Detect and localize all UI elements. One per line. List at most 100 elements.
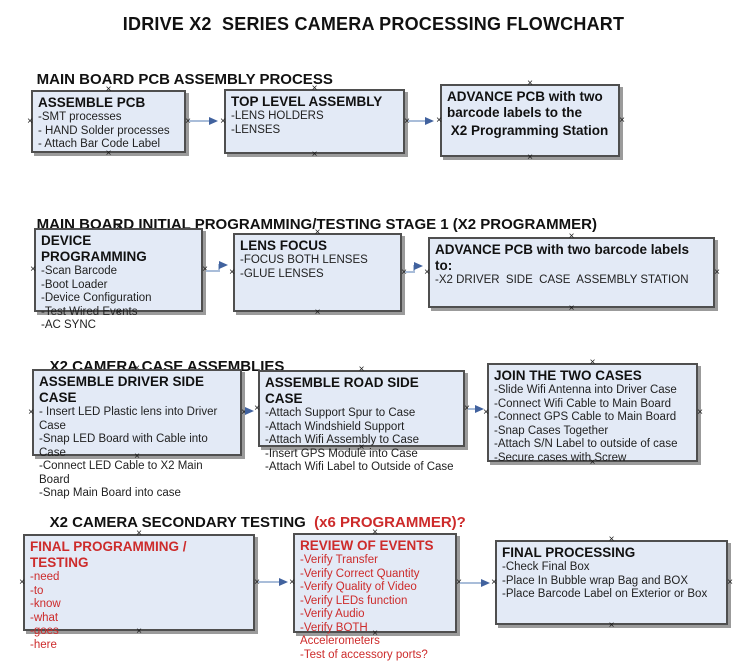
box-lines: -X2 DRIVER SIDE CASE ASSEMBLY STATION [435,274,708,288]
box-line: -Attach Wifi Assembly to Case [265,434,420,446]
connection-point-marker [482,409,490,417]
box-line: -Snap LED Board with Cable into Case [39,433,211,459]
connection-point-marker [618,117,626,125]
flow-box-review-of-events[interactable]: REVIEW OF EVENTS -Verify Transfer-Verify… [293,533,457,661]
connection-point-marker [423,269,431,277]
flow-box-assemble-pcb[interactable]: ASSEMBLE PCB -SMT processes- HAND Solder… [31,90,186,153]
box-line: -Connect LED Cable to X2 Main Board [39,460,206,486]
box-line: -Insert GPS Module into Case [265,447,418,460]
box-lines: -SMT processes- HAND Solder processes- A… [38,111,179,152]
connection-point-marker [358,366,366,374]
box-line: -Test of accessory ports? [300,648,428,661]
box-title: JOIN THE TWO CASES [494,368,642,383]
box-line: -Check Final Box [502,561,590,573]
box-line: -X2 DRIVER SIDE CASE ASSEMBLY STATION [435,274,689,286]
box-line: -LENS HOLDERS [231,110,324,122]
section-heading-text: MAIN BOARD PCB ASSEMBLY PROCESS [36,71,333,88]
box-lines: -Slide Wifi Antenna into Driver Case-Con… [494,384,691,465]
connection-point-marker [253,405,261,413]
connection-point-marker [589,359,597,367]
section-heading-pcb-assembly: MAIN BOARD PCB ASSEMBLY PROCESS [20,54,333,105]
connection-point-marker [228,269,236,277]
flow-arrow-lens-focus-to-advance-pcb[interactable] [405,262,423,273]
box-lines: -Scan Barcode-Boot Loader-Device Configu… [41,265,196,333]
box-lines: -FOCUS BOTH LENSES-GLUE LENSES [240,254,395,281]
box-line: -FOCUS BOTH LENSES [240,254,368,266]
flow-box-top-level-assembly[interactable]: TOP LEVEL ASSEMBLY -LENS HOLDERS-LENSES [224,89,405,154]
box-line: -Connect GPS Cable to Main Board [494,411,677,423]
connection-point-marker [311,151,319,159]
box-line: -Verify LEDs function [300,594,408,607]
connection-point-marker [219,118,227,126]
box-line: -goes [30,625,59,637]
box-line: -Snap Cases Together [494,424,609,437]
flow-box-final-processing[interactable]: FINAL PROCESSING -Check Final Box-Place … [495,540,728,625]
box-line: -Scan Barcode [41,265,118,277]
flow-box-final-programming-testing[interactable]: FINAL PROGRAMMING / TESTING -need-to-kno… [23,534,255,651]
box-line: -Verify Audio [300,608,365,620]
box-title: DEVICE PROGRAMMING [41,233,147,264]
box-line: -Place Barcode Label on Exterior or Box [502,588,708,600]
box-line: -Device Configuration [41,292,152,304]
box-line: -Boot Loader [41,278,108,291]
flow-box-device-programming[interactable]: DEVICE PROGRAMMING -Scan Barcode-Boot Lo… [34,228,203,331]
connection-point-marker [608,536,616,544]
box-line: -to [30,584,44,597]
connection-point-marker [27,409,35,417]
box-line: -what [30,611,59,624]
connection-point-marker [526,80,534,88]
box-title: LENS FOCUS [240,238,328,253]
connection-point-marker [490,579,498,587]
box-title: FINAL PROGRAMMING / TESTING [30,539,187,570]
box-lines: -Verify Transfer-Verify Correct Quantity… [300,554,450,662]
box-line: -Snap Main Board into case [39,487,181,499]
box-title: ADVANCE PCB with two barcode labels to: [435,242,690,273]
box-lines: -need-to-know-what-goes-here [30,571,248,652]
flowchart-title: IDRIVE X2 SERIES CAMERA PROCESSING FLOWC… [122,14,625,34]
box-line: -Verify Quality of Video [300,581,417,593]
connection-point-marker [608,622,616,630]
box-title: REVIEW OF EVENTS [300,538,434,553]
flow-box-assemble-road-side-case[interactable]: ASSEMBLE ROAD SIDE CASE -Attach Support … [258,370,465,473]
box-bold-line: X2 Programming Station [447,123,609,138]
connection-point-marker [26,118,34,126]
box-line: -know [30,598,61,610]
connection-point-marker [526,154,534,162]
connection-point-marker [18,579,26,587]
connection-point-marker [240,409,248,417]
section-heading-text: X2 CAMERA SECONDARY TESTING [49,514,310,531]
connection-point-marker [726,579,734,587]
flow-box-advance-pcb-driver-side-station[interactable]: ADVANCE PCB with two barcode labels to: … [428,237,715,308]
box-line: -Attach Windshield Support [265,420,405,433]
box-line: -Attach S/N Label to outside of case [494,438,678,450]
connection-point-marker [568,305,576,313]
box-line: -Connect Wifi Cable to Main Board [494,397,672,410]
connection-point-marker [314,309,322,317]
flow-box-advance-pcb-programming-station[interactable]: ADVANCE PCB with two barcode labels to t… [440,84,620,157]
box-line: -Attach Wifi Label to Outside of Case [265,461,454,473]
box-title: FINAL PROCESSING [502,545,636,560]
box-title: ADVANCE PCB with two barcode labels to t… [447,89,603,120]
box-lines: -Attach Support Spur to Case-Attach Wind… [265,407,458,475]
connection-point-marker [435,117,443,125]
connection-point-marker [696,409,704,417]
box-line: -Verify BOTH Accelerometers [300,621,380,648]
flow-box-join-the-two-cases[interactable]: JOIN THE TWO CASES -Slide Wifi Antenna i… [487,363,698,465]
connection-point-marker [29,266,37,274]
box-line: -Secure cases with Screw [494,451,627,464]
box-line: -Verify Correct Quantity [300,567,420,580]
box-title: ASSEMBLE ROAD SIDE CASE [265,375,419,406]
box-line: -GLUE LENSES [240,267,324,280]
flow-box-assemble-driver-side-case[interactable]: ASSEMBLE DRIVER SIDE CASE - Insert LED P… [32,369,242,499]
flow-box-lens-focus[interactable]: LENS FOCUS -FOCUS BOTH LENSES-GLUE LENSE… [233,233,402,312]
box-line: -Place In Bubble wrap Bag and BOX [502,574,689,587]
box-lines: -Check Final Box-Place In Bubble wrap Ba… [502,561,721,602]
box-line: - Attach Bar Code Label [38,138,161,150]
flow-arrow-device-programming-to-lens-focus[interactable] [206,261,228,272]
box-line: -here [30,638,57,651]
box-lines: -LENS HOLDERS-LENSES [231,110,398,137]
box-line: -Verify Transfer [300,554,378,566]
section-heading-red-text: (x6 PROGRAMMER)? [309,514,466,531]
